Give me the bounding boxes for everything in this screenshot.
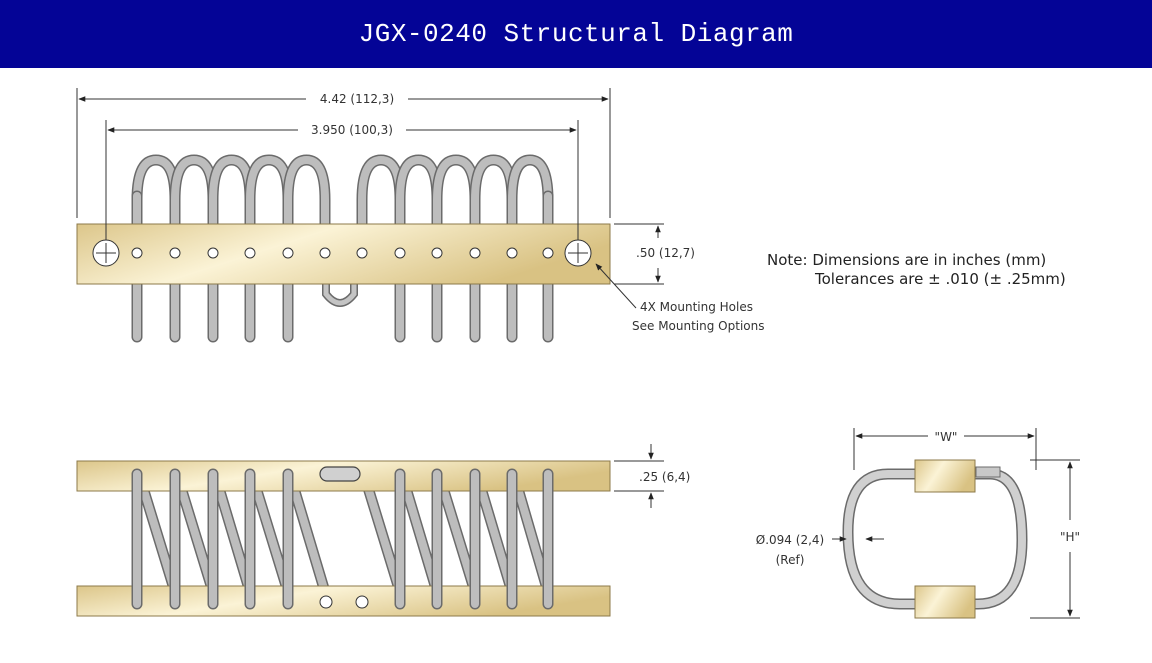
bar-hole <box>319 247 331 259</box>
end-view: "W" "H" Ø.094 (2,4) (Ref) <box>756 428 1080 619</box>
center-slot <box>319 466 361 482</box>
note-line-2: Tolerances are ± .010 (± .25mm) <box>814 270 1066 288</box>
bottom-hole-1 <box>319 595 333 609</box>
end-bar-top <box>914 459 976 493</box>
page-title: JGX-0240 Structural Diagram <box>358 19 794 49</box>
side-vertical-wires <box>131 468 554 610</box>
note-line-1: Note: Dimensions are in inches (mm) <box>767 251 1046 269</box>
bar-hole <box>542 247 554 259</box>
wire-diameter-label: Ø.094 (2,4) <box>756 533 824 547</box>
mounting-hole-left <box>92 239 120 267</box>
wire-diameter-ref: (Ref) <box>776 553 805 567</box>
bar-hole <box>169 247 181 259</box>
overall-length-label: 4.42 (112,3) <box>320 92 394 106</box>
wire-tail <box>975 466 1001 478</box>
hole-spacing-label: 3.950 (100,3) <box>311 123 393 137</box>
width-label: "W" <box>935 430 958 444</box>
coil-legs <box>131 276 554 343</box>
height-label: "H" <box>1060 530 1080 544</box>
bar-thickness-label: .25 (6,4) <box>639 470 690 484</box>
coil-loops <box>131 154 554 232</box>
bottom-hole-2 <box>355 595 369 609</box>
bar-hole <box>356 247 368 259</box>
bar-hole <box>394 247 406 259</box>
mounting-hole-right <box>564 239 592 267</box>
bar-hole <box>131 247 143 259</box>
bar-holes <box>131 247 554 259</box>
side-view: .25 (6,4) <box>76 444 690 617</box>
callout-line-1: 4X Mounting Holes <box>640 300 753 314</box>
callout-line-2: See Mounting Options <box>632 319 764 333</box>
bar-hole <box>431 247 443 259</box>
top-view: 4.42 (112,3) 3.950 (100,3) .50 (12,7) 4X… <box>76 88 764 343</box>
mounting-bar-top <box>76 223 611 285</box>
bar-height-label: .50 (12,7) <box>636 246 695 260</box>
bar-hole <box>244 247 256 259</box>
end-bar-bottom <box>914 585 976 619</box>
bar-hole <box>506 247 518 259</box>
bar-hole <box>469 247 481 259</box>
title-banner: JGX-0240 Structural Diagram <box>0 0 1152 68</box>
bar-hole <box>207 247 219 259</box>
side-bar-bottom <box>76 585 611 617</box>
bar-hole <box>282 247 294 259</box>
